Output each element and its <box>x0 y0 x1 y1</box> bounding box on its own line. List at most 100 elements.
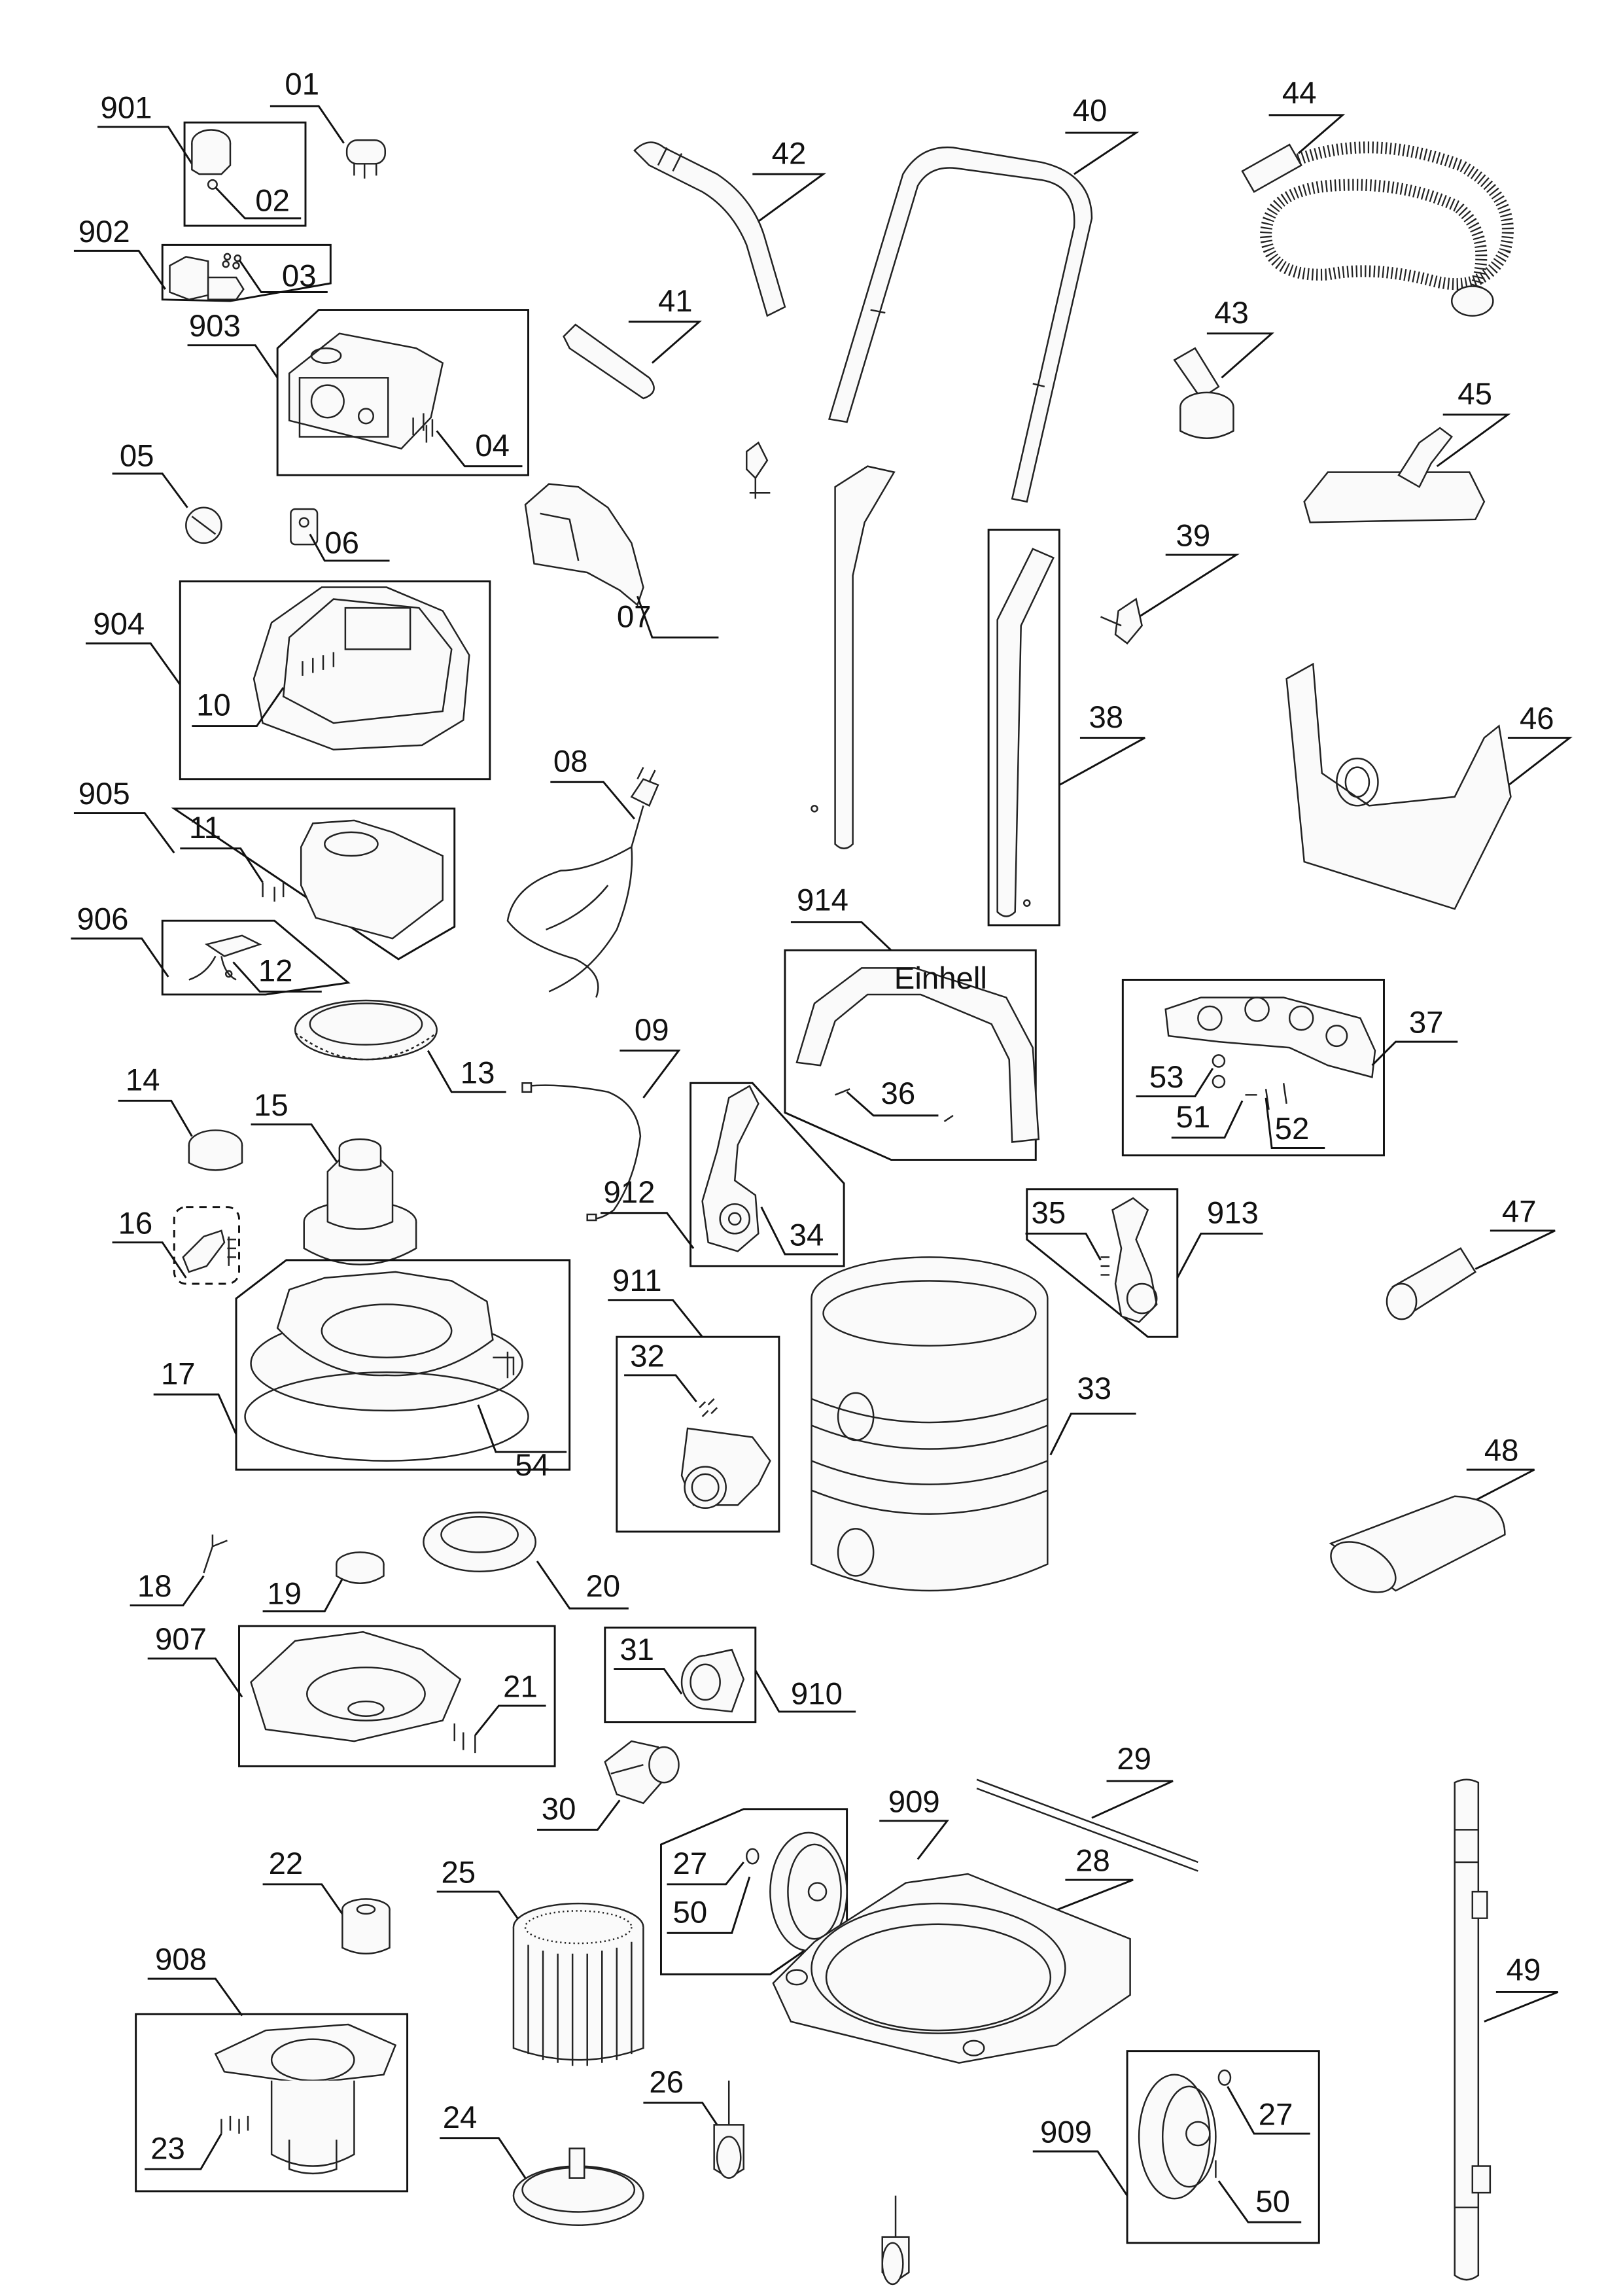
label-25: 25 <box>441 1856 476 1890</box>
label-12: 12 <box>258 954 293 989</box>
label-50-lower: 50 <box>1255 2184 1290 2219</box>
label-43: 43 <box>1214 296 1249 330</box>
label-44: 44 <box>1282 76 1317 111</box>
label-911: 911 <box>612 1263 661 1298</box>
part-26-caster: 26 <box>643 2065 745 2180</box>
part-18-clip: 18 <box>130 1534 228 1607</box>
label-903: 903 <box>189 309 241 344</box>
part-913-side-handle-right <box>1111 1197 1158 1324</box>
label-38: 38 <box>1089 700 1123 735</box>
label-27-upper: 27 <box>673 1846 708 1881</box>
part-37-accessory-holder <box>1164 997 1376 1078</box>
label-913: 913 <box>1207 1196 1259 1231</box>
part-15-motor: 15 <box>251 1088 417 1265</box>
label-51: 51 <box>1176 1100 1211 1135</box>
part-01-switch: 01 <box>270 67 387 179</box>
part-13-gear-ring: 13 <box>294 999 506 1093</box>
part-22-foam-sleeve: 22 <box>262 1846 391 1954</box>
part-07-cover: 07 <box>524 483 719 639</box>
part-912-side-handle-left <box>701 1085 759 1252</box>
label-908: 908 <box>155 1943 207 1977</box>
part-910-hose-socket <box>680 1648 745 1713</box>
part-20-gasket: 20 <box>423 1511 629 1610</box>
label-30: 30 <box>542 1792 576 1827</box>
label-10: 10 <box>196 688 231 723</box>
label-42: 42 <box>772 136 807 171</box>
part-05-cap: 05 <box>112 439 222 544</box>
assembly-913: 35 913 <box>1025 1188 1263 1338</box>
label-39: 39 <box>1176 518 1211 553</box>
part-39-knob: 39 <box>1100 518 1240 645</box>
part-30-adapter: 30 <box>537 1740 680 1831</box>
label-901: 901 <box>101 90 152 125</box>
assembly-903: 903 04 <box>187 309 529 476</box>
part-39-knob-small <box>746 441 771 499</box>
label-20: 20 <box>585 1569 620 1604</box>
label-05: 05 <box>120 439 154 474</box>
part-905-fan-housing <box>300 819 444 940</box>
part-42-bent-tube: 42 <box>633 136 827 317</box>
part-48-filter-sleeve: 48 <box>1329 1434 1535 1593</box>
assembly-908: 908 23 <box>135 1943 409 2193</box>
assembly-912: 912 34 <box>601 1082 845 1267</box>
label-27-lower: 27 <box>1259 2097 1293 2132</box>
part-911-inlet <box>680 1427 771 1509</box>
label-21: 21 <box>503 1669 538 1704</box>
label-909-lower: 909 <box>1040 2115 1092 2149</box>
label-41: 41 <box>658 284 693 319</box>
label-904: 904 <box>93 607 145 642</box>
assembly-901: 901 02 <box>97 90 307 227</box>
part-45-floor-nozzle: 45 <box>1303 377 1511 523</box>
label-905: 905 <box>79 777 130 811</box>
label-35: 35 <box>1032 1196 1066 1231</box>
label-910: 910 <box>791 1677 843 1712</box>
part-43-round-brush: 43 <box>1173 296 1274 440</box>
part-28-base: 28 <box>772 1844 1134 2064</box>
label-33: 33 <box>1077 1371 1111 1406</box>
label-902: 902 <box>79 215 130 249</box>
label-18: 18 <box>137 1569 172 1604</box>
label-19: 19 <box>267 1576 302 1611</box>
part-29-axle: 29 <box>976 1742 1198 1872</box>
part-46-dust-bag: 46 <box>1285 662 1573 910</box>
part-19-seal: 19 <box>262 1551 385 1613</box>
label-49: 49 <box>1507 1952 1541 1987</box>
label-26: 26 <box>649 2065 684 2100</box>
label-47: 47 <box>1502 1194 1537 1229</box>
label-15: 15 <box>254 1088 288 1123</box>
part-40-telescopic-handle: 40 <box>828 94 1140 503</box>
label-45: 45 <box>1457 377 1492 412</box>
assembly-904: 904 10 <box>85 580 491 781</box>
label-29: 29 <box>1117 1742 1151 1776</box>
label-907: 907 <box>155 1622 207 1657</box>
part-909-wheel-lower <box>1138 2074 1217 2200</box>
label-32: 32 <box>630 1339 665 1373</box>
label-24: 24 <box>443 2100 478 2135</box>
part-24-filter-cover: 24 <box>440 2100 644 2226</box>
part-38-lower-tube: 38 <box>987 529 1145 927</box>
assembly-910: 31 910 <box>604 1626 856 1723</box>
label-03: 03 <box>282 258 317 293</box>
part-25-cartridge-filter: 25 <box>436 1856 644 2066</box>
label-914: 914 <box>797 883 848 917</box>
assembly-909-lower: 909 27 50 <box>1032 2050 1320 2244</box>
label-13: 13 <box>461 1055 495 1090</box>
label-31: 31 <box>620 1633 654 1667</box>
part-08-power-cord: 08 <box>506 744 659 998</box>
label-48: 48 <box>1484 1434 1519 1468</box>
part-47-adapter: 47 <box>1386 1194 1556 1320</box>
part-906-circuit-board <box>188 934 262 981</box>
label-11: 11 <box>189 811 221 845</box>
label-46: 46 <box>1520 701 1554 736</box>
assembly-37: 37 53 51 52 <box>1121 978 1458 1157</box>
label-54: 54 <box>515 1448 550 1483</box>
label-04: 04 <box>475 429 510 463</box>
part-17-motor-head <box>244 1271 529 1462</box>
label-912: 912 <box>604 1175 655 1210</box>
part-33-container: 33 <box>811 1256 1136 1592</box>
part-02-knob <box>191 129 232 190</box>
label-06: 06 <box>324 526 359 561</box>
assembly-911: 911 32 <box>608 1263 780 1533</box>
brand-mark: Einhell <box>894 961 987 996</box>
